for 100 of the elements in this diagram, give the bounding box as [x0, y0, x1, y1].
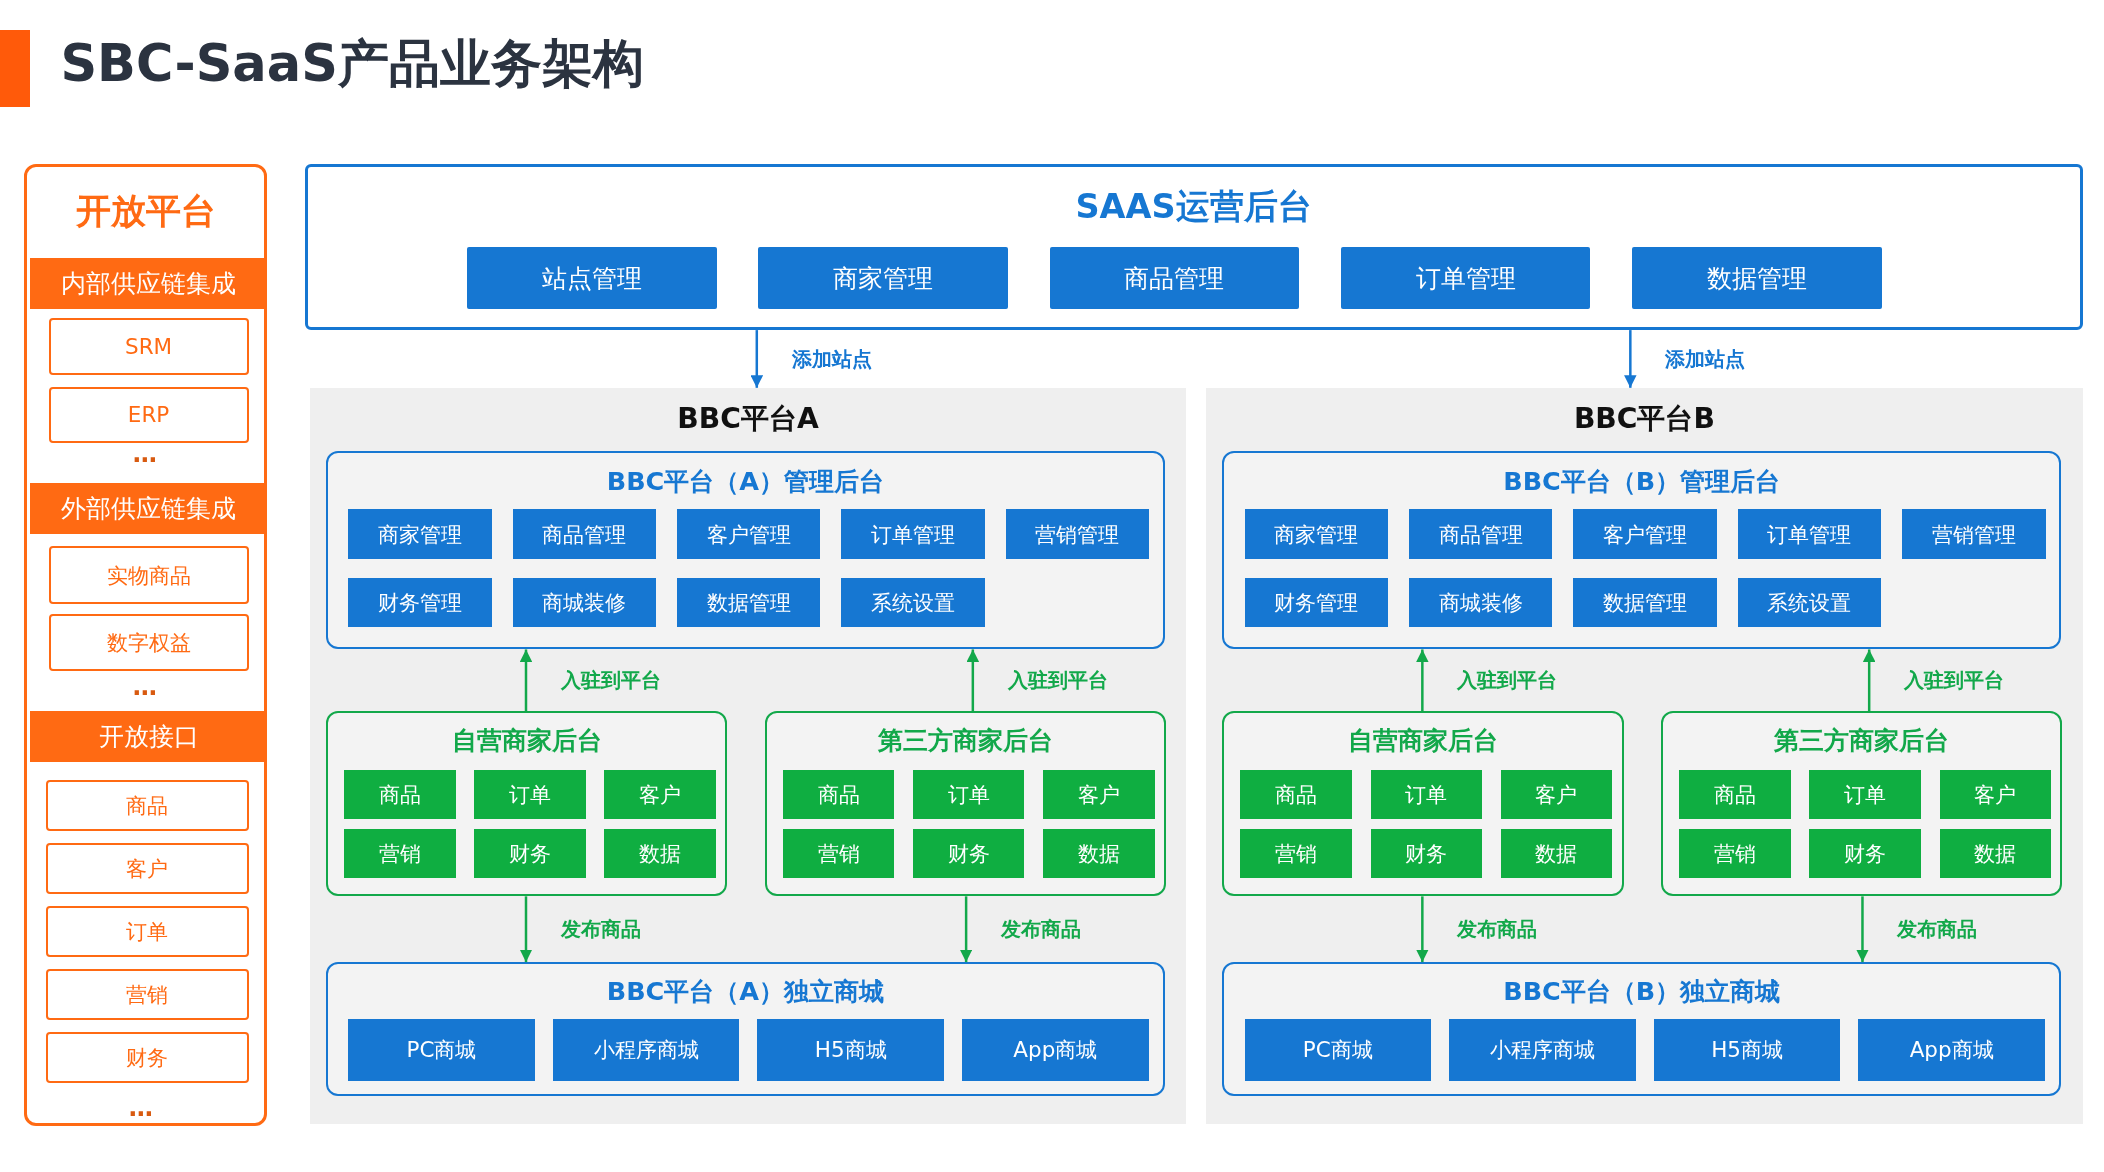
edge-label: 发布商品	[1897, 915, 1978, 943]
module-tile: 商家管理	[348, 509, 492, 559]
module-tile: 客户	[1500, 769, 1613, 820]
module-tile: 商品管理	[512, 509, 657, 559]
arrow	[1624, 330, 1637, 388]
module-tile: 财务管理	[1244, 577, 1389, 628]
module-tile: 财务	[474, 828, 586, 879]
module-tile: 客户	[1939, 769, 2051, 820]
platform-area	[309, 387, 1187, 1125]
module-tile: 数据	[604, 828, 716, 879]
edge-label: 发布商品	[1001, 915, 1081, 943]
module-tile: 营销	[1240, 828, 1352, 879]
module-tile: 营销管理	[1005, 509, 1150, 559]
admin-panel	[326, 450, 1165, 650]
ellipsis-text: …	[132, 673, 157, 701]
module-tile: 营销	[1679, 828, 1791, 879]
merchant-panel	[326, 711, 728, 897]
edge-label: 发布商品	[560, 915, 641, 943]
panel-title: 自营商家后台	[1348, 723, 1498, 757]
operations-panel	[304, 163, 2083, 331]
arrow	[1416, 649, 1429, 712]
storefront-tile: 小程序商城	[1449, 1019, 1636, 1081]
module-tile: 商城装修	[1408, 577, 1553, 628]
item-tile: 客户	[45, 843, 249, 894]
module-tile: 数据	[1939, 828, 2051, 879]
panel-title: BBC平台（A）管理后台	[606, 464, 884, 498]
admin-panel	[1222, 450, 2062, 650]
arrow	[750, 330, 764, 388]
item-tile: 订单	[45, 906, 249, 958]
item-tile: SRM	[48, 318, 249, 375]
module-tile: 客户管理	[1573, 509, 1717, 559]
panel-title: BBC平台A	[677, 400, 819, 437]
storefront-panel	[326, 962, 1165, 1097]
platform-area	[1206, 387, 2083, 1125]
item-tile: ERP	[48, 386, 249, 444]
panel-title: 第三方商家后台	[1774, 723, 1950, 757]
module-tile: 数据管理	[1632, 247, 1882, 309]
module-tile: 商品管理	[1408, 509, 1553, 559]
module-tile: 系统设置	[1737, 577, 1882, 628]
item-tile: 财务	[45, 1032, 249, 1084]
panel-title: BBC平台（B）管理后台	[1503, 464, 1781, 498]
module-tile: 客户	[1043, 769, 1155, 820]
module-tile: 商品	[1240, 769, 1352, 820]
item-tile: 实物商品	[48, 546, 249, 605]
edge-label: 入驻到平台	[560, 666, 661, 694]
merchant-panel	[764, 711, 1167, 897]
module-tile: 订单	[913, 769, 1025, 820]
module-tile: 订单	[1370, 769, 1482, 820]
storefront-tile: App商城	[962, 1019, 1149, 1081]
edge-label: 发布商品	[1457, 915, 1538, 943]
module-tile: 商品	[782, 769, 895, 820]
arrow	[966, 649, 980, 712]
module-tile: 订单管理	[841, 509, 985, 559]
arrow	[1416, 896, 1429, 963]
module-tile: 商家管理	[758, 247, 1008, 309]
module-tile: 数据管理	[676, 577, 821, 628]
module-tile: 订单管理	[1737, 509, 1882, 559]
module-tile: 数据管理	[1573, 577, 1717, 628]
panel-title: BBC平台（B）独立商城	[1503, 974, 1781, 1008]
item-tile: 商品	[45, 779, 249, 831]
storefront-tile: 小程序商城	[552, 1019, 740, 1081]
panel-title: BBC平台（A）独立商城	[606, 974, 884, 1008]
module-tile: 财务	[1809, 828, 1921, 879]
item-tile: 营销	[45, 969, 249, 1021]
panel-title: BBC平台B	[1573, 400, 1715, 437]
panel-title: SAAS运营后台	[1075, 185, 1312, 228]
module-tile: 数据	[1043, 828, 1155, 879]
module-tile: 订单	[474, 769, 586, 820]
storefront-tile: H5商城	[1653, 1019, 1841, 1081]
edge-label: 入驻到平台	[1457, 666, 1558, 694]
storefront-panel	[1222, 962, 2062, 1097]
storefront-tile: PC商城	[1244, 1019, 1431, 1081]
module-tile: 站点管理	[467, 247, 717, 309]
arrow	[959, 896, 973, 963]
module-tile: 数据	[1500, 828, 1613, 879]
module-tile: 系统设置	[841, 577, 985, 628]
edge-label: 入驻到平台	[1904, 666, 2005, 694]
module-tile: 商品管理	[1049, 247, 1300, 309]
storefront-tile: H5商城	[757, 1019, 944, 1081]
arrow	[519, 649, 533, 712]
storefront-tile: App商城	[1858, 1019, 2045, 1081]
ellipsis-text: …	[128, 1094, 153, 1123]
module-tile: 营销	[344, 828, 456, 879]
module-tile: 商品	[1679, 769, 1791, 820]
module-tile: 订单	[1809, 769, 1921, 820]
arrow	[519, 896, 533, 963]
module-tile: 营销管理	[1902, 509, 2046, 559]
module-tile: 客户管理	[676, 509, 821, 559]
title: SBC-SaaS产品业务架构	[60, 32, 644, 95]
module-tile: 商家管理	[1244, 509, 1389, 559]
item-tile: 数字权益	[48, 613, 249, 672]
module-tile: 财务	[1370, 828, 1482, 879]
merchant-panel	[1661, 711, 2063, 897]
module-tile: 商城装修	[512, 577, 657, 628]
panel-title: 开放平台	[75, 189, 216, 233]
panel-title: 自营商家后台	[451, 723, 602, 757]
edge-label: 添加站点	[791, 345, 872, 373]
module-tile: 财务	[913, 828, 1025, 879]
module-tile: 商品	[344, 769, 456, 820]
module-tile: 营销	[782, 828, 895, 879]
